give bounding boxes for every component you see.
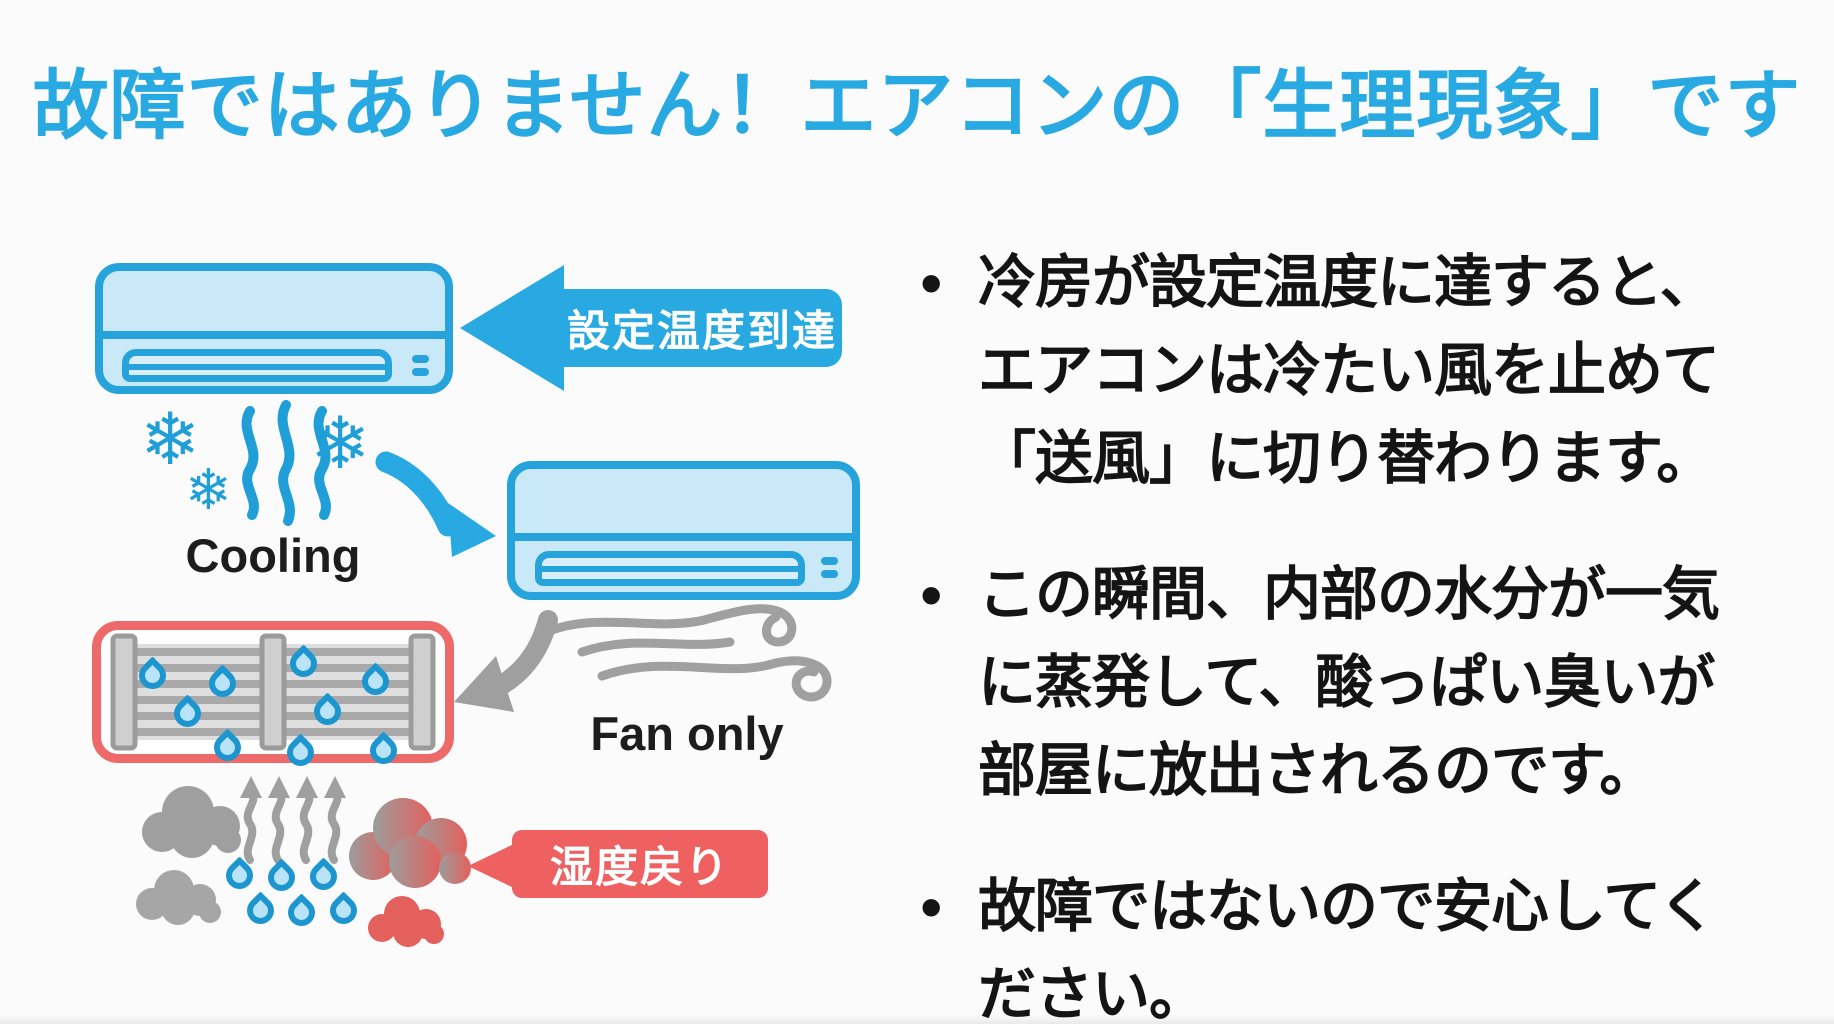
bullet-icon: • <box>920 559 943 631</box>
ac-unit-cooling <box>95 263 453 394</box>
up-arrow-icon <box>268 776 290 864</box>
odor-cloud-small-icon <box>368 896 444 947</box>
humidity-return-callout: 湿度戻り <box>468 830 768 898</box>
odor-cloud-icon <box>349 798 471 888</box>
wind-swirl-icon <box>537 604 832 702</box>
ac-indicator-dash <box>412 368 429 376</box>
water-drop-icon <box>262 858 301 897</box>
setpoint-reached-callout: 設定温度到達 <box>460 265 842 391</box>
ac-indicator-dash <box>821 570 838 578</box>
cooling-label: Cooling <box>185 529 361 582</box>
curved-arrow-left-icon <box>454 610 558 712</box>
bullet-icon: • <box>920 247 943 319</box>
vapor-up-arrows-icon <box>240 776 346 864</box>
humidity-return-banner: 湿度戻り <box>512 830 768 898</box>
snowflake-icon: ❄ <box>185 458 232 521</box>
setpoint-reached-label: 設定温度到達 <box>567 308 837 356</box>
water-drop-icon <box>324 891 363 930</box>
ac-panel-seam <box>95 331 453 339</box>
snowflake-icon: ❄ <box>140 400 201 480</box>
water-drop-icon <box>282 893 321 932</box>
explanation-list: • 冷房が設定温度に達すると、 エアコンは冷たい風を止めて 「送風」に切り替わり… <box>906 239 1806 1024</box>
gray-cloud-icon <box>142 786 241 858</box>
cold-air-waves-icon <box>241 400 331 526</box>
curved-arrow-right-icon <box>375 451 496 557</box>
list-item: • 故障ではないので安心してく ださい。 <box>906 863 1806 1024</box>
water-drop-icon <box>241 891 280 930</box>
up-arrow-icon <box>296 776 318 864</box>
up-arrow-icon <box>324 776 346 864</box>
list-item: • この瞬間、内部の水分が一気 に蒸発して、酸っぱい臭いが 部屋に放出されるので… <box>906 551 1806 815</box>
ac-vent-louver <box>129 364 385 370</box>
fan-only-label: Fan only <box>590 707 784 760</box>
list-item: • 冷房が設定温度に達すると、 エアコンは冷たい風を止めて 「送風」に切り替わり… <box>906 239 1806 503</box>
bullet-icon: • <box>920 871 943 943</box>
bubble-pointer-icon <box>468 842 518 890</box>
ac-vent <box>122 349 392 382</box>
setpoint-reached-banner: 設定温度到達 <box>562 289 842 367</box>
list-item-text: 故障ではないので安心してく ださい。 <box>978 874 1717 1024</box>
gray-cloud-icon <box>136 870 221 925</box>
ac-indicator-dash <box>412 355 429 363</box>
ac-unit-fan-only <box>507 461 860 600</box>
heat-exchanger-coil-icon <box>110 633 436 751</box>
list-item-text: この瞬間、内部の水分が一気 に蒸発して、酸っぱい臭いが 部屋に放出されるのです。 <box>978 562 1720 803</box>
humidity-return-label: 湿度戻り <box>550 844 730 892</box>
page-title: 故障ではありません！エアコンの「生理現象」です <box>32 64 1802 149</box>
ac-indicator-dash <box>821 557 838 565</box>
up-arrow-icon <box>240 776 262 864</box>
ac-vent <box>535 551 805 586</box>
wet-coil-panel <box>92 621 454 763</box>
list-item-text: 冷房が設定温度に達すると、 エアコンは冷たい風を止めて 「送風」に切り替わります… <box>978 250 1720 491</box>
ac-panel-seam <box>507 533 860 541</box>
arrow-left-icon <box>460 265 564 391</box>
ac-vent-louver <box>542 566 798 572</box>
